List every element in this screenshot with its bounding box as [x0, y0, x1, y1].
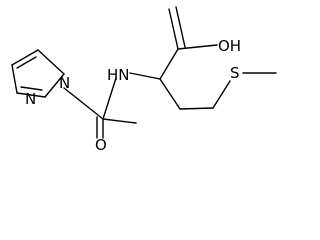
bond-calpha-cb — [159, 78, 181, 110]
bond-c3-n2-double — [20, 86, 43, 91]
bond-n1-cq — [63, 87, 104, 120]
molecule-structure: OH HN N N O S — [11, 6, 277, 154]
bond-c5-c4 — [11, 49, 39, 66]
sulfur-label: S — [230, 64, 240, 82]
bond-nh-calpha — [129, 72, 161, 80]
bond-cq-nh — [102, 77, 117, 120]
bond-c5-c4-double — [16, 56, 37, 69]
bond-c3-n2 — [16, 92, 46, 98]
bond-calpha-ccooh — [159, 48, 179, 80]
bond-ccooh-oh — [177, 44, 218, 50]
bonds — [11, 6, 277, 139]
amine-label: HN — [107, 66, 130, 84]
bond-ccooh-o — [168, 8, 179, 50]
bond-cb-cg — [179, 107, 214, 110]
hydroxyl-label: OH — [218, 37, 241, 55]
pyrazole-n1-label: N — [59, 74, 70, 92]
carbonyl-o-label: O — [95, 136, 107, 154]
pyrazole-n2-label: N — [25, 90, 36, 108]
bond-cq-methyl — [102, 118, 137, 124]
bond-cg-s — [212, 80, 231, 109]
bond-ccooh-o-double — [175, 6, 186, 48]
bond-c4-c3 — [11, 64, 18, 94]
bond-n1-c5 — [37, 49, 65, 75]
bond-n2-n1 — [44, 73, 65, 98]
atom-labels: OH HN N N O S — [25, 37, 241, 154]
